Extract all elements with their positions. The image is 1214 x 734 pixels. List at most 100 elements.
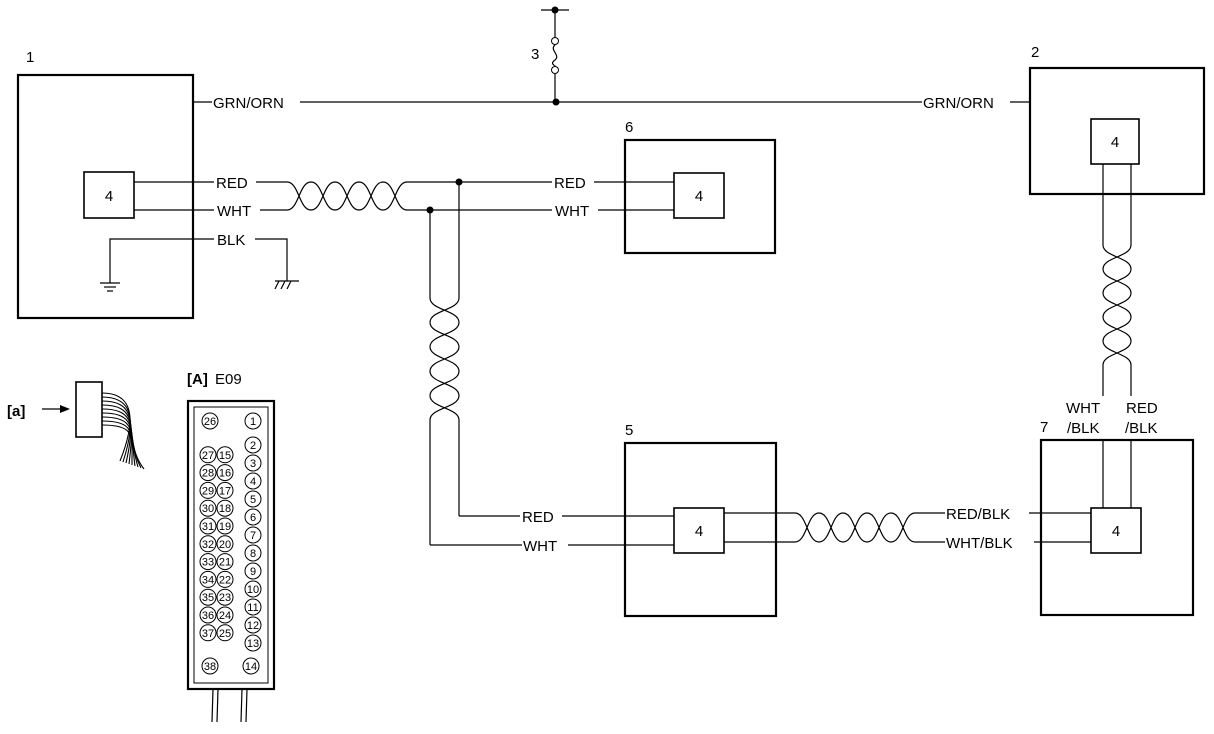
twisted-pair-horizontal-1 [286, 181, 408, 211]
connector-pin [199, 446, 217, 464]
connector-pin-label: 15 [219, 450, 231, 462]
connector-pin [216, 464, 234, 482]
wire-label-red-blk-top-2: /BLK [1125, 420, 1158, 437]
connector-pin-label: 1 [250, 416, 256, 428]
bundle-wire [101, 404, 132, 465]
connector-pin [199, 588, 217, 606]
bundle-wire [101, 396, 131, 463]
connector-pin [199, 624, 217, 642]
connector-pin-label: 6 [250, 512, 256, 524]
connector-pin [244, 598, 262, 616]
connector-pin-label: 13 [247, 638, 259, 650]
connector-pin [199, 553, 217, 571]
connector-pins: 1234567891011121314262728293031323334353… [199, 412, 262, 675]
wire-label-wht-c5: WHT [523, 538, 557, 555]
connector-pin [216, 481, 234, 499]
connector-pin-label: 19 [219, 521, 231, 533]
connector-title-code: E09 [215, 371, 242, 388]
twisted-pair-vertical-1 [429, 297, 460, 421]
component-3-number: 3 [531, 46, 539, 63]
connector-pin-label: 38 [204, 661, 216, 673]
connector-pin-label: 32 [202, 539, 214, 551]
connector-pin-label: 12 [247, 620, 259, 632]
connector-pin [216, 446, 234, 464]
connector-pin [199, 464, 217, 482]
wire-label-red-blk-top-1: RED [1126, 400, 1158, 417]
grn-orn-wire: GRN/ORN GRN/ORN [193, 95, 1030, 112]
component-7-port: 4 [1112, 523, 1120, 540]
wire-label-blk: BLK [217, 232, 245, 249]
component-5-port: 4 [695, 523, 703, 540]
connector-pin-label: 30 [202, 503, 214, 515]
component-5-number: 5 [625, 422, 633, 439]
connector-pin [216, 570, 234, 588]
connector-pin [244, 508, 262, 526]
connector-pin-label: 29 [202, 485, 214, 497]
connector-pin [244, 454, 262, 472]
connector-pin [216, 606, 234, 624]
connector-pin [244, 544, 262, 562]
blk-chassis-ground: BLK [217, 232, 299, 290]
connector-pin-label: 5 [250, 494, 256, 506]
connector-pin-label: 20 [219, 539, 231, 551]
connector-pin-label: 27 [202, 450, 214, 462]
bundle-wire [101, 400, 132, 464]
component-6: 6 4 [623, 119, 777, 255]
connector-pin [244, 616, 262, 634]
connector-pin-label: 14 [245, 661, 257, 673]
component-7: 7 4 [1039, 419, 1195, 617]
connector-pin [216, 535, 234, 553]
connector-pin-label: 10 [247, 584, 259, 596]
connector-pin [216, 624, 234, 642]
connector-pin [199, 481, 217, 499]
component-7-number: 7 [1040, 419, 1048, 436]
bundle-wire [101, 392, 131, 462]
component-3-fuse: 3 [531, 6, 569, 102]
connector-pin [216, 499, 234, 517]
connector-pin [244, 412, 262, 430]
connector-pin [244, 436, 262, 454]
connector-pin [199, 535, 217, 553]
connector-pin [244, 580, 262, 598]
wire-label-wht-blk-top-1: WHT [1066, 400, 1100, 417]
ground-symbol [100, 238, 214, 292]
bundle-wire [101, 420, 142, 469]
connector-pin-label: 36 [202, 610, 214, 622]
component-2-port: 4 [1111, 134, 1119, 151]
wire-label-red-blk-c7: RED/BLK [946, 506, 1010, 523]
connector-pin-label: 33 [202, 557, 214, 569]
connector-pin-label: 2 [250, 440, 256, 452]
connector-view-a: [a] [7, 381, 145, 470]
wire-label-grn-orn-left: GRN/ORN [213, 95, 284, 112]
connector-pin-label: 16 [219, 468, 231, 480]
connector-pin [216, 517, 234, 535]
connector-pin [244, 490, 262, 508]
wire-label-grn-orn-right: GRN/ORN [923, 95, 994, 112]
connector-pin [199, 570, 217, 588]
connector-pin [244, 472, 262, 490]
connector-pin-label: 22 [219, 574, 231, 586]
component-5: 5 4 [623, 422, 778, 618]
wire-label-red-c6: RED [554, 175, 586, 192]
component-2: 2 4 [1028, 44, 1206, 196]
can-bus-c5-c7: RED/BLK WHT/BLK [724, 506, 1091, 552]
connector-pin-label: 31 [202, 521, 214, 533]
bundle-wire [101, 408, 133, 466]
connector-pin-label: 35 [202, 592, 214, 604]
connector-pin-label: 34 [202, 574, 214, 586]
connector-pin-label: 24 [219, 610, 231, 622]
wire-label-wht-blk-c7: WHT/BLK [946, 535, 1013, 552]
connector-pin [244, 526, 262, 544]
twisted-pair-vertical-2 [1102, 244, 1132, 366]
connector-pin-label: 7 [250, 530, 256, 542]
connector-e09: [A] E09 12345678910111213142627282930313… [186, 371, 276, 723]
connector-pin-label: 23 [219, 592, 231, 604]
connector-pin [201, 412, 219, 430]
component-1-port: 4 [105, 188, 113, 205]
can-bus-c1-c6: RED WHT RED WHT [134, 175, 674, 220]
connector-pin-label: 9 [250, 566, 256, 578]
twisted-pair-horizontal-2 [794, 512, 916, 543]
wire-label-wht-c1: WHT [217, 203, 251, 220]
can-bus-c2-c7: WHT /BLK RED /BLK [1066, 164, 1158, 508]
connector-pin [201, 657, 219, 675]
